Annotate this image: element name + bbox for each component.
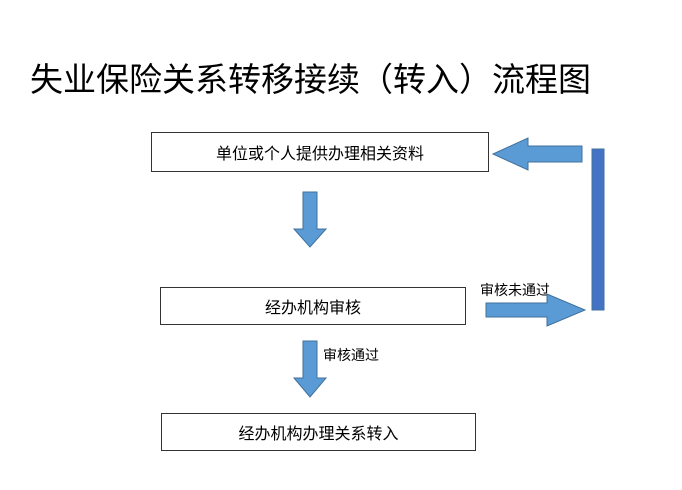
step-review: 经办机构审核: [160, 287, 466, 325]
step-transfer-in: 经办机构办理关系转入: [161, 413, 476, 451]
return-bar: [591, 148, 605, 311]
arrow-left-return-icon: [491, 137, 583, 171]
page-title: 失业保险关系转移接续（转入）流程图: [30, 60, 591, 99]
step-label: 经办机构审核: [264, 298, 361, 317]
review-passed-label: 审核通过: [323, 348, 379, 364]
arrow-right-fail-icon: [485, 293, 587, 327]
step-submit-materials: 单位或个人提供办理相关资料: [151, 132, 489, 172]
arrow-down-2-icon: [292, 340, 328, 398]
step-label: 经办机构办理关系转入: [238, 424, 399, 443]
step-label: 单位或个人提供办理相关资料: [215, 144, 424, 163]
review-failed-label: 审核未通过: [480, 283, 550, 299]
arrow-down-1-icon: [292, 191, 328, 248]
